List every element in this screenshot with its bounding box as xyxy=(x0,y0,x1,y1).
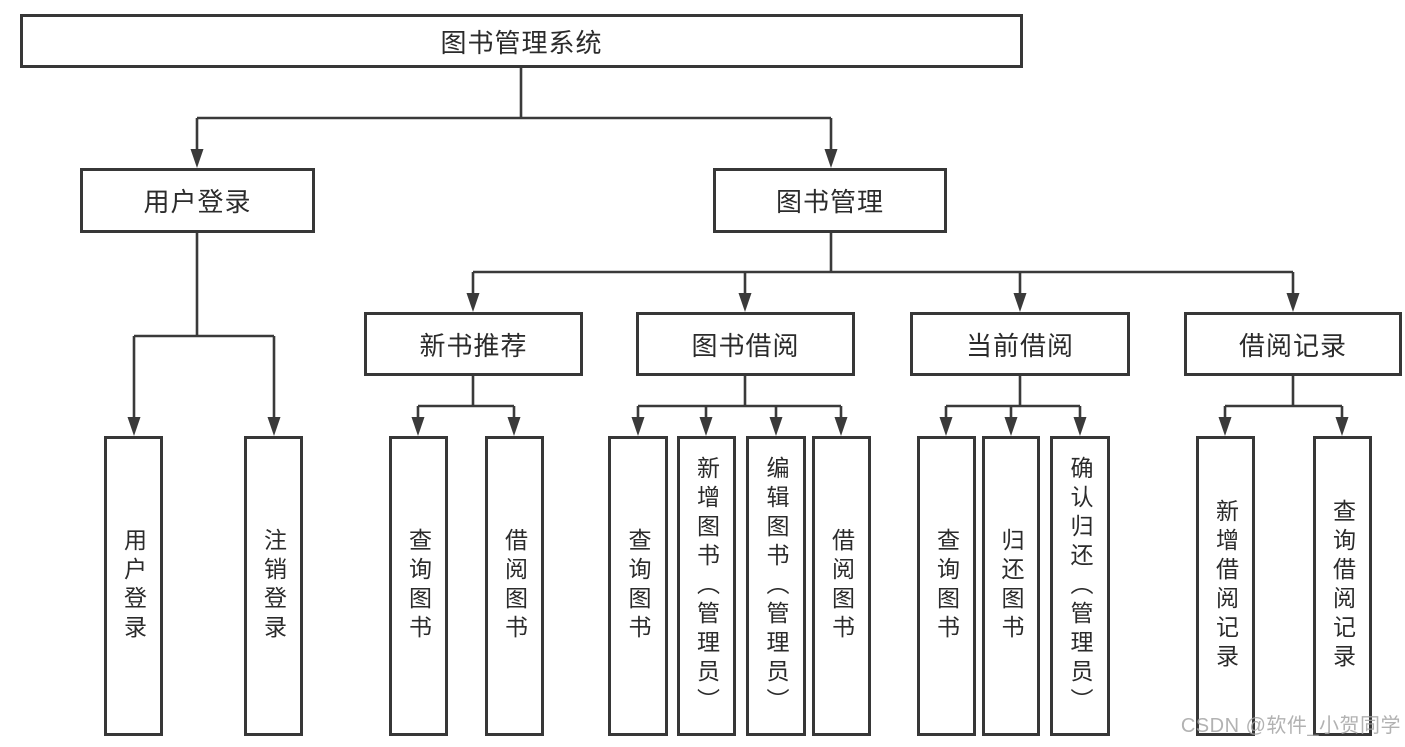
node-borrow-record: 借阅记录 xyxy=(1184,312,1402,376)
node-library-system: 图书管理系统 xyxy=(20,14,1023,68)
leaf-add-book-admin: 新增图书（管理员） xyxy=(677,436,736,736)
leaf-user-login: 用户登录 xyxy=(104,436,163,736)
leaf-borrow-book-2: 借阅图书 xyxy=(812,436,871,736)
leaf-query-book-1: 查询图书 xyxy=(389,436,448,736)
leaf-query-book-2: 查询图书 xyxy=(608,436,668,736)
node-book-management: 图书管理 xyxy=(713,168,947,233)
node-current-borrow: 当前借阅 xyxy=(910,312,1130,376)
leaf-edit-book-admin: 编辑图书（管理员） xyxy=(746,436,806,736)
leaf-query-book-3: 查询图书 xyxy=(917,436,976,736)
csdn-watermark: CSDN @软件_小贺同学 xyxy=(1180,715,1401,737)
node-new-book-recommend: 新书推荐 xyxy=(364,312,583,376)
leaf-add-borrow-record: 新增借阅记录 xyxy=(1196,436,1255,736)
leaf-borrow-book-1: 借阅图书 xyxy=(485,436,544,736)
leaf-confirm-return-admin: 确认归还（管理员） xyxy=(1050,436,1110,736)
leaf-logout: 注销登录 xyxy=(244,436,303,736)
node-user-login: 用户登录 xyxy=(80,168,315,233)
node-book-borrow: 图书借阅 xyxy=(636,312,855,376)
leaf-return-book: 归还图书 xyxy=(982,436,1040,736)
leaf-query-borrow-record: 查询借阅记录 xyxy=(1313,436,1372,736)
